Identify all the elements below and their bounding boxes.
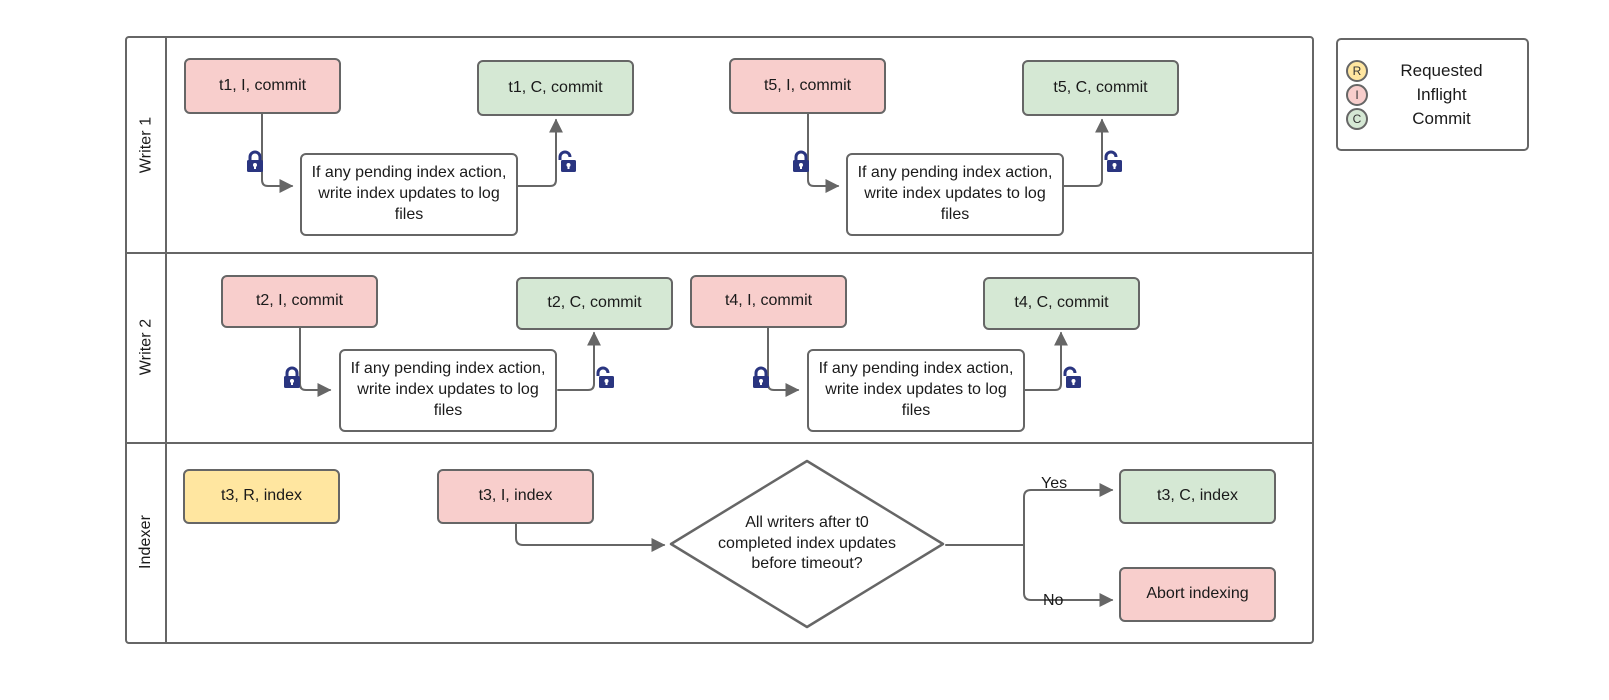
node-label: t3, R, index: [221, 487, 302, 505]
node-w1-process-right[interactable]: If any pending index action, write index…: [846, 153, 1064, 236]
node-label: t1, C, commit: [508, 78, 603, 96]
badge-commit-icon: C: [1346, 107, 1368, 130]
node-label: If any pending index action, write index…: [350, 360, 546, 419]
lock-closed-icon: [284, 366, 300, 388]
node-label: t3, I, index: [478, 487, 553, 505]
lane-label-indexer: Indexer: [137, 514, 155, 570]
lane-label-writer2: Writer 2: [137, 318, 155, 376]
lock-closed-icon: [753, 366, 769, 388]
node-ix-decision[interactable]: All writers after t0 completed index upd…: [668, 458, 946, 630]
node-w1-process-left[interactable]: If any pending index action, write index…: [300, 153, 518, 236]
lane-divider-1: [127, 252, 1312, 254]
node-w2-process-right[interactable]: If any pending index action, write index…: [807, 349, 1025, 432]
diamond-shape: [669, 459, 945, 629]
node-w2-t2-inflight[interactable]: t2, I, commit: [221, 275, 378, 328]
lane-divider-2: [127, 442, 1312, 444]
node-ix-t3-inflight[interactable]: t3, I, index: [437, 469, 594, 524]
badge-inflight-icon: I: [1346, 83, 1368, 106]
node-w2-process-left[interactable]: If any pending index action, write index…: [339, 349, 557, 432]
node-w1-t5-inflight[interactable]: t5, I, commit: [729, 58, 886, 114]
node-w2-t4-commit[interactable]: t4, C, commit: [983, 277, 1140, 330]
badge-requested-icon: R: [1346, 59, 1368, 82]
node-label: t1, I, commit: [218, 76, 307, 94]
decision-line-3: before timeout?: [751, 555, 863, 573]
node-ix-abort[interactable]: Abort indexing: [1119, 567, 1276, 622]
node-label: If any pending index action, write index…: [818, 360, 1014, 419]
lock-open-icon: [1104, 150, 1122, 172]
lane-header-writer1[interactable]: Writer 1: [127, 38, 167, 252]
edge-label-yes: Yes: [1041, 475, 1068, 492]
node-ix-t3-requested[interactable]: t3, R, index: [183, 469, 340, 524]
node-w1-t1-commit[interactable]: t1, C, commit: [477, 60, 634, 116]
lock-open-icon: [558, 150, 576, 172]
lock-closed-icon: [793, 150, 809, 172]
node-label: Abort indexing: [1146, 585, 1249, 603]
legend-label-requested: Requested: [1400, 60, 1483, 80]
lane-label-writer1: Writer 1: [137, 116, 155, 174]
node-w2-t4-inflight[interactable]: t4, I, commit: [690, 275, 847, 328]
lock-closed-icon: [247, 150, 263, 172]
lock-open-icon: [596, 366, 614, 388]
node-w2-t2-commit[interactable]: t2, C, commit: [516, 277, 673, 330]
node-label: t4, C, commit: [1014, 294, 1109, 312]
decision-line-1: All writers after t0: [745, 513, 869, 531]
decision-line-2: completed index updates: [718, 534, 896, 552]
legend-item-inflight: I Inflight: [1346, 83, 1519, 106]
node-label: t2, C, commit: [547, 294, 642, 312]
legend-item-commit: C Commit: [1346, 107, 1519, 130]
lock-open-icon: [1063, 366, 1081, 388]
legend-panel: R Requested I Inflight C Commit: [1336, 38, 1529, 151]
node-label: t5, C, commit: [1053, 78, 1148, 96]
node-label: t4, I, commit: [724, 292, 813, 310]
node-w1-t1-inflight[interactable]: t1, I, commit: [184, 58, 341, 114]
node-ix-t3-commit[interactable]: t3, C, index: [1119, 469, 1276, 524]
node-label: If any pending index action, write index…: [311, 164, 507, 223]
node-label: t2, I, commit: [255, 292, 344, 310]
node-label: If any pending index action, write index…: [857, 164, 1053, 223]
node-w1-t5-commit[interactable]: t5, C, commit: [1022, 60, 1179, 116]
legend-label-inflight: Inflight: [1416, 84, 1467, 104]
lane-header-writer2[interactable]: Writer 2: [127, 252, 167, 442]
edge-label-no: No: [1043, 592, 1064, 609]
legend-label-commit: Commit: [1412, 108, 1471, 128]
node-label: t5, I, commit: [763, 76, 852, 94]
decision-text: All writers after t0 completed index upd…: [668, 458, 946, 630]
lane-header-indexer[interactable]: Indexer: [127, 442, 167, 642]
legend-item-requested: R Requested: [1346, 59, 1519, 82]
node-label: t3, C, index: [1157, 487, 1238, 505]
